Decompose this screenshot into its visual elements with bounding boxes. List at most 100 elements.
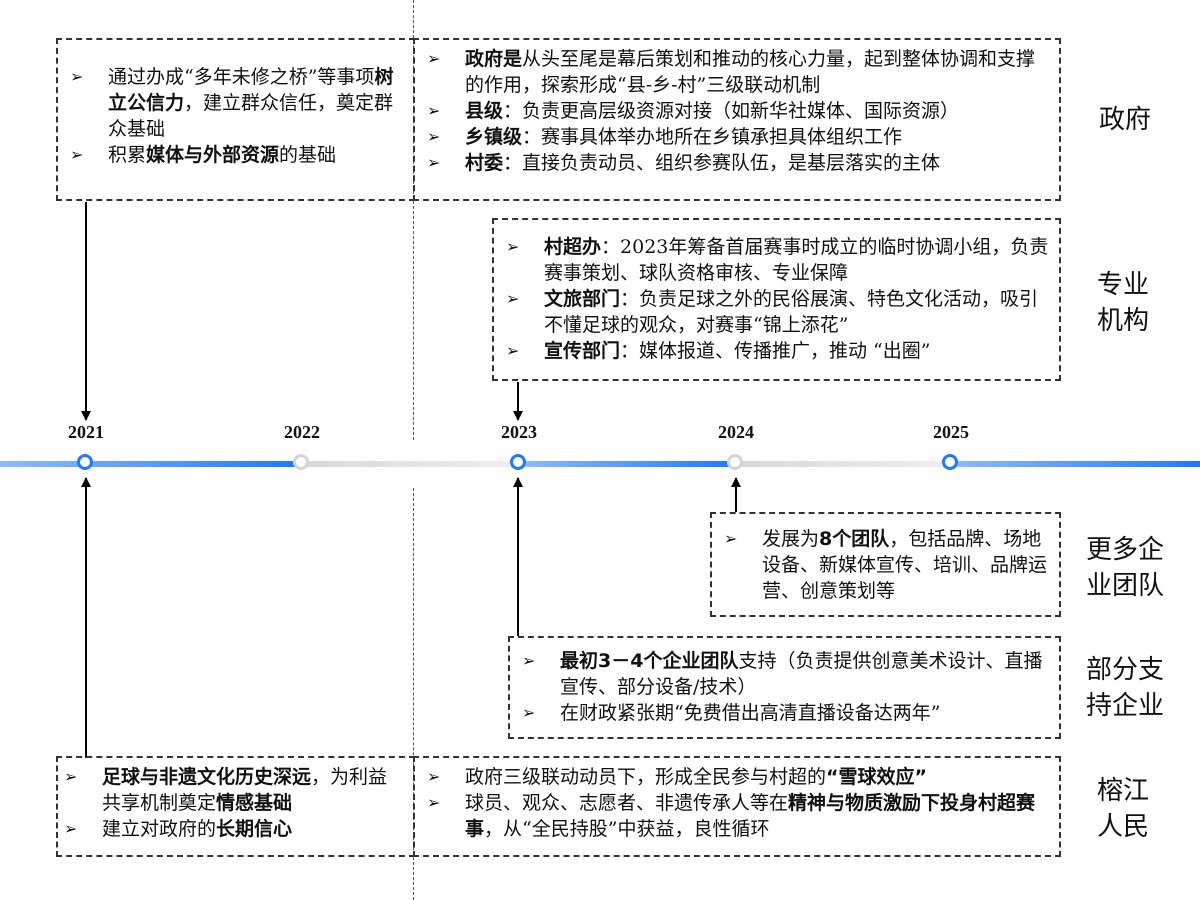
emphasis-text: 足球与非遗文化历史深远 — [102, 766, 312, 788]
bullet-arrow-icon: ➢ — [64, 767, 78, 786]
item-text: ：媒体报道、传播推广，推动 “出圈” — [620, 340, 931, 362]
item-text: ，建立群众信任，奠定群众基础 — [108, 92, 394, 140]
bullet-arrow-icon: ➢ — [427, 127, 441, 146]
emphasis-text: 宣传部门 — [544, 340, 621, 362]
item-text: ：负责足球之外的民俗展演、特色文化活动，吸引不懂足球的观众，对赛事“锦上添花” — [544, 288, 1039, 336]
emphasis-text: 树立公信力 — [108, 66, 394, 114]
emphasis-text: 精神与物质激励下投身村超赛事 — [465, 792, 1036, 840]
bullet-arrow-icon: ➢ — [506, 289, 520, 308]
arrow-down-icon — [81, 202, 91, 421]
bullet-arrow-icon: ➢ — [427, 793, 441, 812]
bullet-arrow-icon: ➢ — [427, 101, 441, 120]
year-label: 2024 — [718, 422, 754, 442]
list-item: ➢ 积累媒体与外部资源的基础 — [68, 142, 405, 168]
item-text: 政府三级联动动员下，形成全民参与村超的 — [465, 766, 827, 788]
box-org-2023: ➢ 村超办：2023年筹备首届赛事时成立的临时协调小组，负责赛事策划、球队资格审核… — [492, 218, 1061, 381]
box-gov-2021: ➢ 通过办成“多年未修之桥”等事项树立公信力，建立群众信任，奠定群众基础 ➢ 积累媒体… — [56, 38, 415, 201]
year-label: 2023 — [501, 422, 537, 442]
item-text: 球员、观众、志愿者、非遗传承人等在 — [465, 792, 789, 814]
item-text: ，为利益共享机制奠定 — [102, 766, 388, 814]
box-people-2021: ➢ 足球与非遗文化历史深远，为利益共享机制奠定情感基础 ➢ 建立对政府的长期信心 — [56, 756, 415, 857]
item-text: 建立对政府的 — [102, 818, 217, 840]
timeline-segment — [735, 461, 950, 467]
timeline-node-2021[interactable] — [77, 454, 93, 470]
box-people-2023: ➢ 政府三级联动动员下，形成全民参与村超的“雪球效应” ➢ 球员、观众、志愿者、非遗传… — [413, 756, 1061, 857]
arrow-up-icon — [513, 477, 523, 636]
item-text: 的基础 — [279, 144, 337, 166]
bullet-arrow-icon: ➢ — [724, 529, 738, 548]
list-item: ➢ 乡镇级：赛事具体举办地所在乡镇承担具体组织工作 — [425, 124, 1051, 150]
label-gov: 政府 — [1098, 105, 1151, 135]
bullet-arrow-icon: ➢ — [506, 341, 520, 360]
bullet-arrow-icon: ➢ — [506, 237, 520, 256]
timeline-segment — [300, 461, 518, 467]
arrow-up-icon — [731, 477, 741, 512]
item-text: 积累 — [108, 144, 147, 166]
list-item: ➢ 村超办：2023年筹备首届赛事时成立的临时协调小组，负责赛事策划、球队资格审核… — [504, 234, 1051, 286]
emphasis-text: 政府是 — [465, 48, 523, 70]
bullet-arrow-icon: ➢ — [522, 651, 536, 670]
list-item: ➢ 通过办成“多年未修之桥”等事项树立公信力，建立群众信任，奠定群众基础 — [68, 64, 405, 142]
year-label: 2021 — [68, 422, 104, 442]
list-item: ➢ 最初3－4个企业团队支持（负责提供创意美术设计、直播宣传、部分设备/技术） — [520, 648, 1051, 700]
item-text: ：负责更高层级资源对接（如新华社媒体、国际资源） — [503, 100, 960, 122]
bullet-arrow-icon: ➢ — [70, 145, 84, 164]
divider-top — [413, 0, 414, 440]
emphasis-text: 文旅部门 — [544, 288, 621, 310]
emphasis-text: 情感基础 — [216, 792, 293, 814]
list-item: ➢ 文旅部门：负责足球之外的民俗展演、特色文化活动，吸引不懂足球的观众，对赛事“锦… — [504, 286, 1051, 338]
list-item: ➢ 在财政紧张期“免费借出高清直播设备达两年” — [520, 700, 1051, 726]
list-item: ➢ 建立对政府的长期信心 — [62, 816, 405, 842]
timeline-node-2025[interactable] — [942, 454, 958, 470]
list-item: ➢ 足球与非遗文化历史深远，为利益共享机制奠定情感基础 — [62, 764, 405, 816]
item-text: ，包括品牌、场地设备、新媒体宣传、培训、品牌运营、创意策划等 — [762, 528, 1048, 602]
item-text: 通过办成“多年未修之桥”等事项 — [108, 66, 375, 88]
item-text: ：2023年筹备首届赛事时成立的临时协调小组，负责赛事策划、球队资格审核、专业保… — [544, 236, 1049, 284]
bullet-arrow-icon: ➢ — [427, 49, 441, 68]
list-item: ➢ 球员、观众、志愿者、非遗传承人等在精神与物质激励下投身村超赛事，从“全民持股”… — [425, 790, 1051, 842]
divider-bottom — [413, 488, 414, 900]
emphasis-text: 村委 — [465, 152, 504, 174]
item-text: 在财政紧张期“免费借出高清直播设备达两年” — [560, 702, 941, 724]
bullet-arrow-icon: ➢ — [427, 767, 441, 786]
bullet-arrow-icon: ➢ — [70, 67, 84, 86]
box-gov-2023: ➢ 政府是从头至尾是幕后策划和推动的核心力量，起到整体协调和支撑的作用，探索形成“… — [413, 38, 1061, 201]
bullet-arrow-icon: ➢ — [522, 703, 536, 722]
emphasis-text: 媒体与外部资源 — [146, 144, 280, 166]
emphasis-text: 乡镇级 — [465, 126, 523, 148]
list-item: ➢ 宣传部门：媒体报道、传播推广，推动 “出圈” — [504, 338, 1051, 364]
list-item: ➢ 政府是从头至尾是幕后策划和推动的核心力量，起到整体协调和支撑的作用，探索形成“… — [425, 46, 1051, 98]
emphasis-text: “雪球效应” — [826, 766, 927, 788]
list-item: ➢ 政府三级联动动员下，形成全民参与村超的“雪球效应” — [425, 764, 1051, 790]
list-item: ➢ 发展为8个团队，包括品牌、场地设备、新媒体宣传、培训、品牌运营、创意策划等 — [722, 526, 1051, 604]
item-text: ：直接负责动员、组织参赛队伍，是基层落实的主体 — [503, 152, 941, 174]
box-partial-2023: ➢ 最初3－4个企业团队支持（负责提供创意美术设计、直播宣传、部分设备/技术） ➢ 在… — [508, 636, 1061, 739]
item-text: 发展为 — [762, 528, 820, 550]
timeline-node-2022[interactable] — [293, 454, 309, 470]
timeline-node-2024[interactable] — [727, 454, 743, 470]
bullet-arrow-icon: ➢ — [64, 819, 78, 838]
arrow-down-icon — [513, 382, 523, 421]
arrow-up-icon — [81, 477, 91, 758]
timeline-segment — [0, 461, 300, 467]
emphasis-text: 县级 — [465, 100, 504, 122]
timeline-node-2023[interactable] — [510, 454, 526, 470]
label-partial: 部分支持企业 — [1085, 655, 1164, 721]
item-text: 支持（负责提供创意美术设计、直播宣传、部分设备/技术） — [560, 650, 1043, 698]
item-text: 从头至尾是幕后策划和推动的核心力量，起到整体协调和支撑的作用，探索形成“县-乡-… — [465, 48, 1036, 96]
timeline-segment — [950, 461, 1200, 467]
box-teams-2024: ➢ 发展为8个团队，包括品牌、场地设备、新媒体宣传、培训、品牌运营、创意策划等 — [710, 512, 1061, 617]
emphasis-text: 8个团队 — [819, 528, 890, 550]
emphasis-text: 长期信心 — [216, 818, 293, 840]
list-item: ➢ 县级：负责更高层级资源对接（如新华社媒体、国际资源） — [425, 98, 1051, 124]
bullet-arrow-icon: ➢ — [427, 153, 441, 172]
label-org: 专业机构 — [1096, 270, 1149, 336]
item-text: ：赛事具体举办地所在乡镇承担具体组织工作 — [522, 126, 903, 148]
year-label: 2022 — [284, 422, 320, 442]
timeline-segment — [518, 461, 735, 467]
emphasis-text: 村超办 — [544, 236, 602, 258]
list-item: ➢ 村委：直接负责动员、组织参赛队伍，是基层落实的主体 — [425, 150, 1051, 176]
item-text: ，从“全民持股”中获益，良性循环 — [484, 818, 770, 840]
emphasis-text: 最初3－4个企业团队 — [560, 650, 739, 672]
label-people: 榕江人民 — [1096, 776, 1149, 842]
